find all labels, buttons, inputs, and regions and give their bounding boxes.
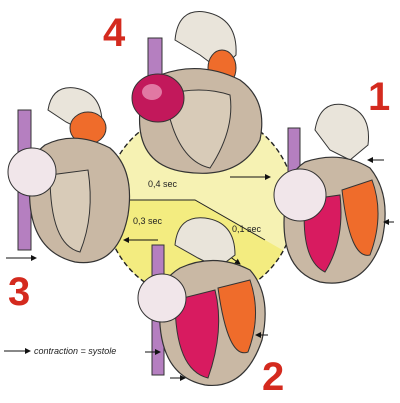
aortic-arch — [314, 103, 370, 161]
heart-stage-3 — [6, 87, 131, 264]
heart-stage-2 — [137, 217, 268, 387]
timing-top: 0,4 sec — [148, 174, 271, 189]
legend-text: contraction = systole — [34, 346, 116, 356]
stage-number-3: 3 — [8, 270, 30, 314]
timing-top-label: 0,4 sec — [148, 179, 178, 189]
cycle-circle-divider — [105, 199, 266, 241]
right-ventricle-contracted — [174, 289, 220, 379]
stage-number-2: 2 — [262, 355, 284, 399]
atrium-relaxed — [7, 147, 57, 197]
stage-number-1: 1 — [368, 75, 390, 119]
stage-number-4: 4 — [103, 11, 126, 55]
atrium-highlight — [142, 84, 162, 100]
left-ventricle-contracted — [341, 179, 379, 256]
heart-stage-1 — [273, 103, 394, 284]
atrium-relaxed — [137, 273, 187, 323]
atrium-relaxed — [273, 168, 327, 222]
heart-stage-4 — [131, 11, 263, 174]
timing-left: 0,3 sec — [123, 216, 163, 243]
legend: contraction = systole — [4, 346, 116, 356]
timing-right-label: 0,1 sec — [232, 224, 262, 234]
ventricle-chamber — [49, 169, 91, 253]
left-ventricle-contracted — [217, 279, 257, 354]
timing-left-label: 0,3 sec — [133, 216, 163, 226]
aortic-arch — [174, 217, 236, 269]
